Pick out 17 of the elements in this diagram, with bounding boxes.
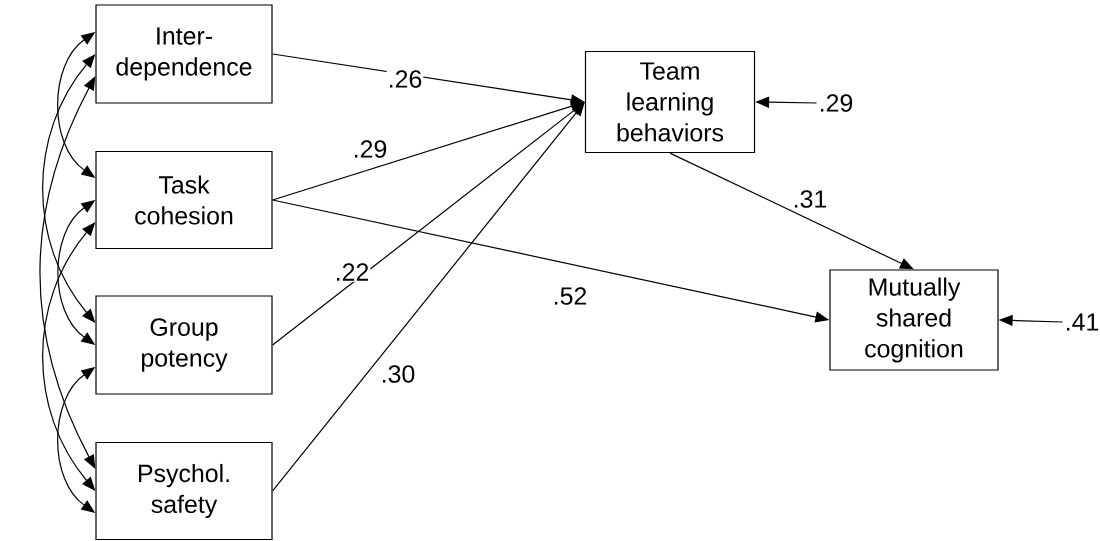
variable-box: Task cohesion: [95, 150, 273, 250]
variable-box: Group potency: [95, 295, 273, 395]
edge-label: .22: [333, 262, 371, 282]
edge-label: .26: [386, 69, 424, 89]
arrow: [669, 152, 914, 270]
variable-box: Team learning behaviors: [584, 50, 756, 154]
edge-label: .31: [791, 189, 829, 209]
arrow: [272, 102, 585, 492]
edge-label: .30: [379, 364, 417, 384]
residual-label: .41: [1066, 313, 1099, 331]
residual-label: .29: [820, 94, 853, 112]
variable-box: Mutually shared cognition: [829, 269, 999, 371]
double-headed-arrow: [39, 76, 96, 469]
edge-label: .29: [351, 139, 389, 159]
variable-box: Psychol. safety: [95, 441, 273, 541]
variable-box: Inter- dependence: [95, 4, 273, 104]
edge-label: .52: [551, 286, 589, 306]
